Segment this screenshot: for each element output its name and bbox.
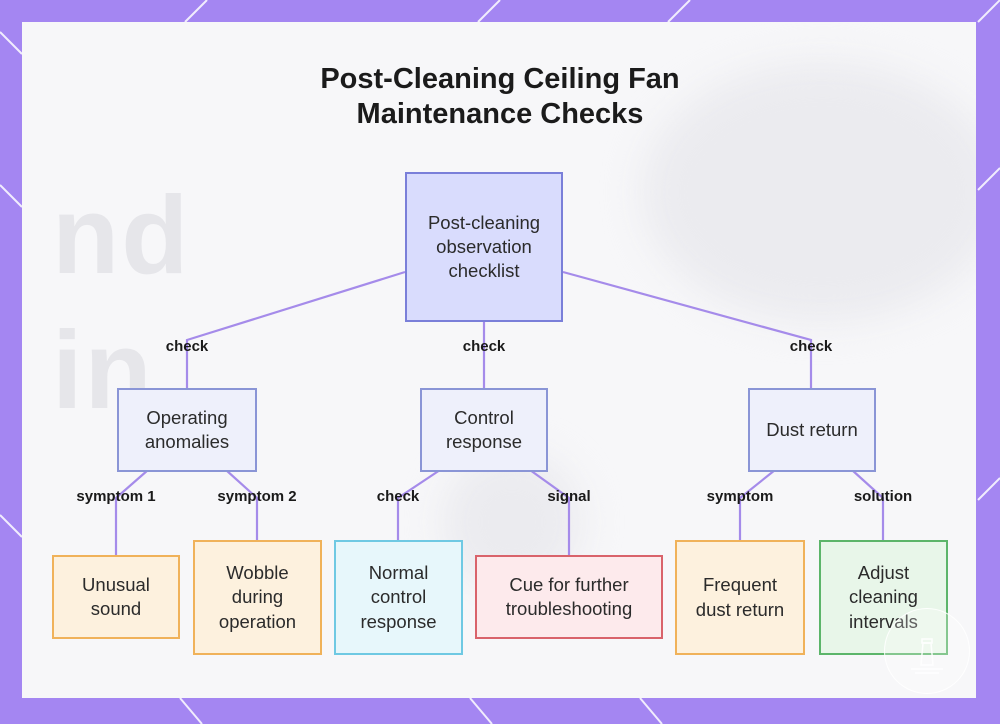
- edge-operating-sound: [114, 469, 149, 555]
- edge-label-solution: solution: [853, 488, 913, 505]
- node-cue-troubleshooting: Cue for further troubleshooting: [475, 555, 663, 639]
- lighthouse-icon: [911, 638, 943, 674]
- node-frequent-dust-return: Frequent dust return: [675, 540, 805, 655]
- edge-label-symptom-2: symptom 2: [217, 488, 297, 505]
- node-wobble-during-operation: Wobble during operation: [193, 540, 322, 655]
- edge-root-operating: [185, 270, 406, 388]
- edge-dust-frequent: [738, 469, 776, 540]
- edge-control-cue: [529, 469, 571, 555]
- title-line-1: Post-Cleaning Ceiling Fan: [320, 63, 680, 95]
- node-control-response: Control response: [420, 388, 548, 472]
- edge-label-symptom: symptom: [706, 488, 774, 505]
- edge-label-symptom-1: symptom 1: [76, 488, 156, 505]
- edge-control-normal: [396, 469, 441, 540]
- edge-dust-adjust: [851, 469, 885, 540]
- edge-label-check: check: [376, 488, 420, 505]
- edge-label-check: check: [789, 338, 833, 355]
- node-dust-return: Dust return: [748, 388, 876, 472]
- node-root-checklist: Post-cleaning observation checklist: [405, 172, 563, 322]
- node-normal-control-response: Normal control response: [334, 540, 463, 655]
- page-title: Post-Cleaning Ceiling Fan Maintenance Ch…: [0, 62, 1000, 132]
- background-blur: [642, 62, 976, 322]
- edge-label-check: check: [165, 338, 209, 355]
- edge-label-signal: signal: [547, 488, 591, 505]
- edge-root-dust: [562, 270, 813, 388]
- title-line-2: Maintenance Checks: [356, 97, 644, 130]
- watermark-seal: [884, 608, 970, 694]
- node-operating-anomalies: Operating anomalies: [117, 388, 257, 472]
- edge-label-check: check: [462, 338, 506, 355]
- node-unusual-sound: Unusual sound: [52, 555, 180, 639]
- edge-operating-wobble: [225, 469, 259, 540]
- background-watermark: nd: [52, 174, 191, 297]
